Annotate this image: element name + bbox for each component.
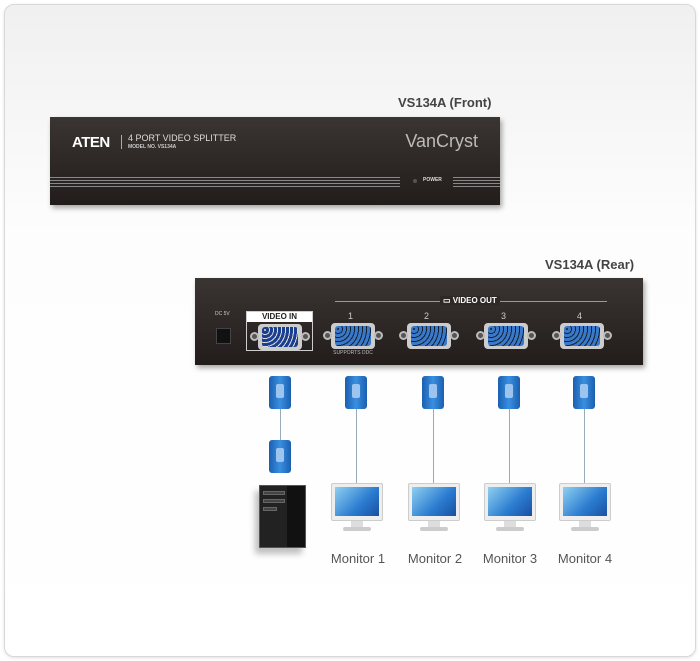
- monitor-label: Monitor 2: [407, 551, 463, 566]
- port-number: 3: [501, 311, 507, 321]
- cable: [584, 408, 585, 483]
- cable: [509, 408, 510, 483]
- video-in-label: VIDEO IN: [247, 312, 312, 322]
- monitor-icon: [559, 483, 611, 535]
- video-out-text: VIDEO OUT: [452, 296, 497, 305]
- vga-connector-icon: [498, 376, 520, 409]
- cable: [280, 408, 281, 442]
- port-number: 2: [424, 311, 430, 321]
- vga-connector-icon: [269, 440, 291, 473]
- vga-connector-icon: [269, 376, 291, 409]
- vancryst-logo: VanCryst: [405, 131, 478, 151]
- cable: [433, 408, 434, 483]
- splitter-rear-panel: DC 5V VIDEO IN ▭ VIDEO OUT 1 2 3 4 SUPPO…: [195, 278, 643, 365]
- vga-port-icon: [250, 324, 310, 350]
- product-name: 4 PORT VIDEO SPLITTER: [128, 133, 237, 143]
- monitor-label: Monitor 4: [557, 551, 613, 566]
- monitor-icon: [484, 483, 536, 535]
- monitor-label: Monitor 3: [482, 551, 538, 566]
- cable: [356, 408, 357, 483]
- monitor-icon: [331, 483, 383, 535]
- video-in-port: VIDEO IN: [246, 311, 313, 351]
- monitor-icon: [408, 483, 460, 535]
- front-stripes: [50, 177, 400, 187]
- power-led-icon: [413, 179, 417, 183]
- video-out-label: ▭ VIDEO OUT: [440, 296, 500, 305]
- vga-out-port-4: [552, 323, 612, 349]
- front-stripes: [453, 177, 500, 187]
- vga-out-port-3: [476, 323, 536, 349]
- vga-out-port-1: [323, 323, 383, 349]
- vga-out-port-2: [399, 323, 459, 349]
- power-label: POWER: [423, 177, 442, 183]
- vga-connector-icon: [573, 376, 595, 409]
- rear-title: VS134A (Rear): [545, 257, 635, 272]
- dc-label: DC 5V: [215, 311, 230, 317]
- power-jack: [216, 328, 231, 344]
- computer-icon: [259, 485, 306, 548]
- port-number: 1: [348, 311, 354, 321]
- aten-logo: ATEN: [72, 134, 110, 151]
- monitor-label: Monitor 1: [330, 551, 386, 566]
- port-number: 4: [577, 311, 583, 321]
- front-title: VS134A (Front): [398, 95, 492, 110]
- vga-connector-icon: [345, 376, 367, 409]
- vga-connector-icon: [422, 376, 444, 409]
- splitter-front-panel: ATEN 4 PORT VIDEO SPLITTER MODEL NO. VS1…: [50, 117, 500, 205]
- divider: [121, 135, 122, 149]
- model-number: MODEL NO. VS134A: [128, 144, 177, 150]
- ddc-label: SUPPORTS DDC: [333, 350, 373, 356]
